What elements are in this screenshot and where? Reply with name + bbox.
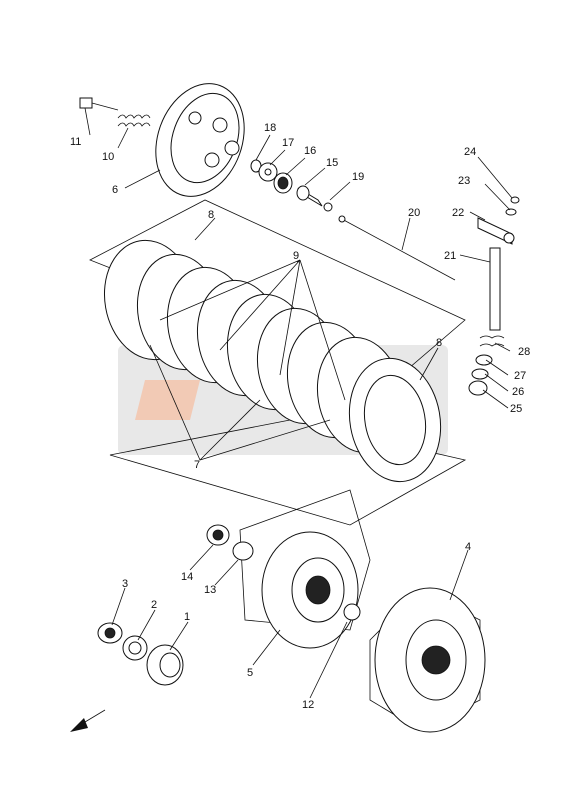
primary-gear-parts <box>97 622 184 686</box>
callout-13: 13 <box>204 584 216 596</box>
callout-3: 3 <box>122 578 128 590</box>
callout-7: 7 <box>194 459 200 471</box>
callout-20: 20 <box>408 207 420 219</box>
clutch-housing <box>369 587 486 733</box>
callout-25: 25 <box>510 403 522 415</box>
callout-2: 2 <box>151 599 157 611</box>
callout-27: 27 <box>514 370 526 382</box>
callout-23: 23 <box>458 175 470 187</box>
callout-16: 16 <box>304 145 316 157</box>
bolt <box>79 97 119 111</box>
front-arrow-icon <box>70 709 106 732</box>
callout-28: 28 <box>518 346 530 358</box>
callout-19: 19 <box>352 171 364 183</box>
callout-5: 5 <box>247 667 253 679</box>
clutch-spring <box>117 114 151 127</box>
callout-1: 1 <box>184 611 190 623</box>
push-rod-parts <box>250 159 333 212</box>
callout-6: 6 <box>112 184 118 196</box>
clutch-boss <box>239 489 371 649</box>
callout-9: 9 <box>293 250 299 262</box>
callout-8-top: 8 <box>208 209 214 221</box>
callout-21: 21 <box>444 250 456 262</box>
callout-24: 24 <box>464 146 476 158</box>
callout-17: 17 <box>282 137 294 149</box>
callout-8-right: 8 <box>436 337 442 349</box>
plate-stack <box>89 199 467 526</box>
callout-labels: 11 10 6 18 17 16 15 19 20 24 23 22 21 8 … <box>70 122 530 711</box>
callout-15: 15 <box>326 157 338 169</box>
push-lever-assembly <box>468 196 520 396</box>
callout-10: 10 <box>102 151 114 163</box>
push-rod <box>338 215 456 281</box>
callout-18: 18 <box>264 122 276 134</box>
callout-11: 11 <box>70 136 81 148</box>
pressure-plate <box>155 83 245 197</box>
callout-4: 4 <box>465 541 471 553</box>
washers <box>206 524 361 621</box>
callout-14: 14 <box>181 571 193 583</box>
callout-26: 26 <box>512 386 524 398</box>
callout-12: 12 <box>302 699 314 711</box>
leader-lines <box>84 107 513 699</box>
callout-22: 22 <box>452 207 464 219</box>
